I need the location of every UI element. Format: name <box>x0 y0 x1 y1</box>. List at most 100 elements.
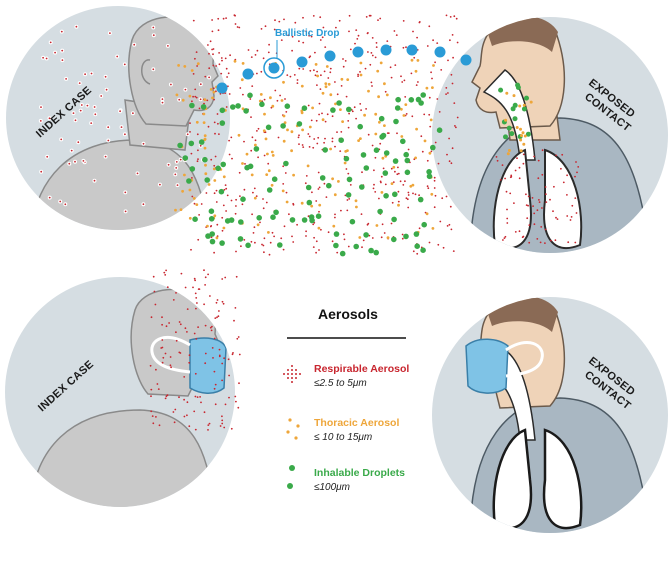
respirable-particle <box>417 81 419 83</box>
inhalable-particle <box>417 196 424 203</box>
masked-exhale-particle <box>149 364 152 367</box>
inhalable-particle <box>230 104 236 110</box>
masked-exhale-particle <box>213 337 216 340</box>
respirable-swatch-dot <box>291 369 293 371</box>
inhalable-particle <box>220 161 226 168</box>
masked-exhale-particle <box>196 396 199 398</box>
inhalable-particle <box>186 178 192 184</box>
respirable-particle <box>420 135 423 138</box>
inhalable-particle <box>418 100 424 106</box>
bottom-exposed-contact-panel: EXPOSED CONTACT <box>432 297 668 533</box>
inhaled-respirable-particle <box>525 204 528 207</box>
respirable-particle <box>221 229 224 232</box>
inhalable-particle <box>277 242 283 248</box>
masked-exhale-particle <box>221 415 223 418</box>
respirable-particle <box>235 198 238 201</box>
masked-exhale-particle <box>150 316 153 319</box>
thoracic-particle <box>378 120 381 124</box>
masked-exhale-particle <box>215 301 218 304</box>
index-case-particle <box>184 88 187 91</box>
aerosol-legend: Aerosols Respirable Aerosol ≤2.5 to 5μm … <box>283 306 409 493</box>
index-case-particle <box>124 191 127 194</box>
respirable-particle <box>304 182 307 185</box>
inhaled-respirable-particle <box>562 181 565 184</box>
inhaled-respirable-particle <box>574 197 577 200</box>
thoracic-particle <box>400 135 404 138</box>
respirable-particle <box>308 146 311 148</box>
respirable-particle <box>452 250 455 253</box>
respirable-particle <box>344 60 347 62</box>
inhalable-particle <box>315 213 322 219</box>
respirable-particle <box>195 96 198 99</box>
inhalable-particle <box>308 214 315 220</box>
respirable-particle <box>327 77 330 79</box>
legend-item-respirable: Respirable Aerosol ≤2.5 to 5μm <box>283 363 409 389</box>
thoracic-particle <box>363 113 366 117</box>
respirable-particle <box>263 251 265 254</box>
masked-exhale-particle <box>235 400 237 403</box>
inhalable-particle <box>404 169 411 176</box>
inhaled-respirable-particle <box>513 202 515 205</box>
respirable-particle <box>416 252 419 255</box>
thoracic-particle <box>339 108 342 111</box>
masked-exhale-particle <box>204 324 207 327</box>
respirable-particle <box>323 182 326 185</box>
masked-exhale-particle <box>175 331 177 334</box>
respirable-particle <box>415 84 418 86</box>
index-case-particle <box>175 167 178 169</box>
respirable-particle <box>215 189 218 192</box>
respirable-particle <box>448 137 450 140</box>
respirable-particle <box>259 221 261 224</box>
bottom-contact-mask-strap <box>505 341 544 378</box>
top-index-case-ear <box>141 59 151 85</box>
inhalable-particle <box>256 215 263 221</box>
masked-exhale-particle <box>210 329 213 332</box>
index-case-particle <box>109 32 111 34</box>
inhaled-inhalable-particle <box>506 125 512 131</box>
respirable-particle <box>331 115 334 118</box>
respirable-particle <box>450 162 453 165</box>
inhaled-respirable-particle <box>506 217 509 220</box>
inhaled-respirable-particle <box>544 228 547 231</box>
respirable-swatch-dot <box>291 373 293 375</box>
inhalable-particle <box>326 182 332 189</box>
inhalable-size: ≤100μm <box>314 482 350 493</box>
inhaled-respirable-particle <box>537 159 540 162</box>
respirable-particle <box>319 88 322 90</box>
respirable-particle <box>377 19 379 21</box>
respirable-particle <box>439 220 442 223</box>
index-case-particle <box>142 142 145 145</box>
respirable-particle <box>428 241 431 244</box>
inhaled-respirable-particle <box>550 239 552 242</box>
thoracic-particle <box>314 63 318 66</box>
inhalable-particle <box>237 236 244 242</box>
masked-exhale-particle <box>221 422 224 425</box>
inhaled-respirable-particle <box>532 205 534 208</box>
respirable-particle <box>268 43 270 46</box>
masked-exhale-particle <box>153 290 156 293</box>
thoracic-particle <box>183 173 186 177</box>
respirable-particle <box>315 240 318 243</box>
inhalable-particle <box>208 216 215 222</box>
inhalable-particle <box>349 218 356 225</box>
inhaled-thoracic-particle <box>522 142 526 146</box>
top-exposed-contact-panel: EXPOSED CONTACT <box>432 17 668 253</box>
respirable-particle <box>239 195 241 198</box>
thoracic-particle <box>179 208 183 212</box>
inhalable-particle <box>393 118 399 125</box>
inhalable-particle <box>391 216 397 223</box>
thoracic-particle <box>432 64 435 67</box>
thoracic-particle <box>195 203 199 207</box>
respirable-particle <box>396 173 399 176</box>
index-case-particle <box>61 49 64 52</box>
masked-exhale-particle <box>216 316 218 319</box>
respirable-particle <box>364 67 367 70</box>
masked-exhale-particle <box>164 274 167 276</box>
respirable-particle <box>196 65 199 67</box>
respirable-particle <box>283 18 285 21</box>
masked-exhale-particle <box>195 338 198 340</box>
masked-exhale-particle <box>222 302 225 305</box>
respirable-particle <box>257 156 259 159</box>
respirable-particle <box>217 29 220 32</box>
thoracic-particle <box>290 130 294 134</box>
